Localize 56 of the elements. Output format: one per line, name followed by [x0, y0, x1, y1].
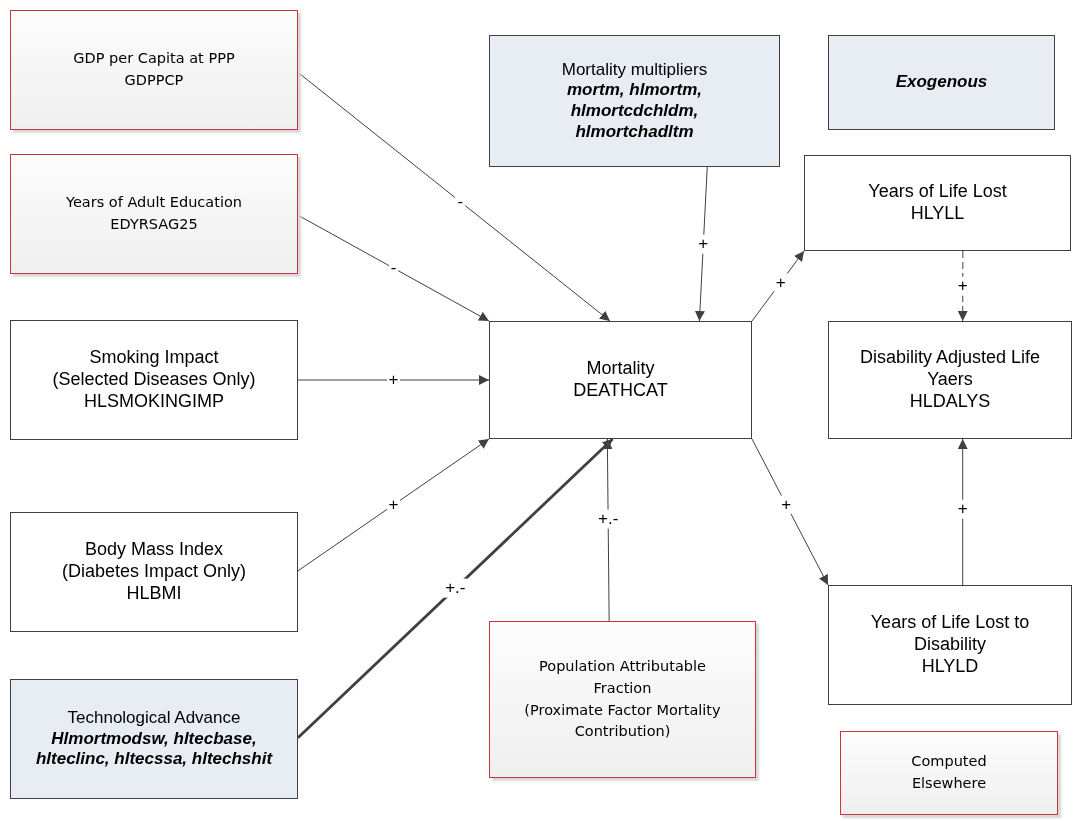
edge-label: +.-	[443, 579, 468, 598]
node-title: GDP per Capita at PPP	[73, 49, 235, 69]
node-title: Years of Adult Education	[66, 193, 242, 213]
node-text: (Diabetes Impact Only)	[61, 561, 247, 583]
edge-label: +	[773, 273, 788, 292]
arrow	[297, 375, 490, 385]
edge-label: +	[955, 499, 970, 519]
edge-label: +.-	[596, 509, 621, 529]
node-title: Mortality	[586, 358, 655, 380]
node-title: Population Attributable Fraction	[538, 657, 707, 698]
arrow	[694, 166, 708, 322]
node-title: Technological Advance	[67, 707, 241, 729]
arrow	[751, 438, 829, 586]
node-title: Years of Life Lost	[868, 181, 1007, 203]
edge-label: +	[779, 495, 794, 515]
computed-box	[10, 154, 298, 274]
node-text: (Proximate Factor Mortality Contribution)	[523, 700, 722, 742]
node-text: GDPPCP	[124, 71, 184, 90]
arrow	[297, 438, 490, 572]
node-text: HLYLD	[921, 655, 979, 678]
node-title: Disability Adjusted Life Yaers	[858, 347, 1042, 391]
arrow	[957, 438, 968, 586]
exogenous-box	[489, 35, 780, 167]
edge-label: +	[696, 234, 711, 254]
node-title: Computed Elsewhere	[910, 752, 988, 793]
exogenous-box	[10, 679, 298, 799]
variable-box	[804, 155, 1071, 251]
variable-box	[828, 585, 1072, 705]
variable-box	[489, 321, 752, 439]
node-text: HLDALYS	[909, 390, 991, 413]
arrow	[297, 438, 614, 739]
node-text: (Selected Diseases Only)	[52, 369, 256, 391]
computed-box	[489, 621, 756, 778]
variable-box	[828, 321, 1072, 439]
node-text: DEATHCAT	[573, 380, 668, 402]
node-title: Years of Life Lost to Disability	[869, 612, 1031, 656]
node-title: Body Mass Index	[84, 539, 224, 561]
arrow	[602, 438, 613, 622]
node-title: Mortality multipliers	[561, 59, 708, 81]
arrow	[297, 71, 611, 322]
exogenous-box	[828, 35, 1055, 130]
node-title: Exogenous	[895, 72, 988, 93]
variable-box	[10, 512, 298, 632]
variable-box	[10, 320, 298, 440]
node-title: Smoking Impact	[89, 347, 219, 369]
computed-box	[840, 731, 1058, 815]
arrow	[751, 250, 805, 322]
node-text: HLBMI	[126, 582, 182, 605]
node-text: HLSMOKINGIMP	[84, 390, 224, 413]
node-text: EDYRSAG25	[110, 215, 198, 234]
node-text: HLYLL	[910, 203, 965, 225]
arrow	[297, 214, 490, 322]
computed-box	[10, 10, 298, 130]
node-text: mortm, hlmortm, hlmortcdchldm, hlmortchadltm	[565, 80, 704, 143]
arrow	[957, 250, 968, 322]
node-text: Hlmortmodsw, hltecbase, hlteclinc, hltecssa, hltechshit	[34, 728, 274, 771]
